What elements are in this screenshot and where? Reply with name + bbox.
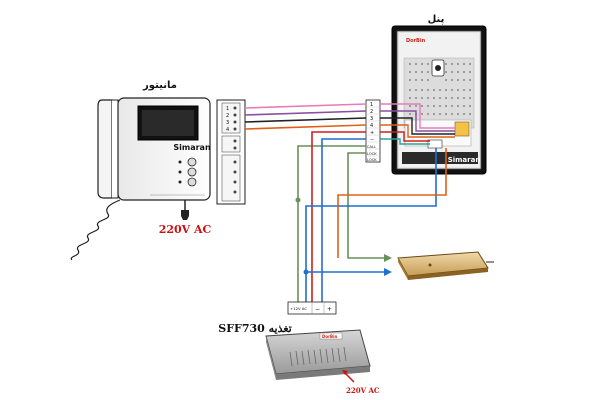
- wires-panel-internal: [380, 103, 455, 145]
- arrow-icon: [384, 254, 392, 262]
- wire-orange-lock: [337, 148, 447, 258]
- monitor-button: [187, 157, 197, 167]
- speaker-grille: [409, 63, 471, 115]
- panel-terminal-3: 3: [370, 116, 373, 122]
- door-panel: [391, 25, 487, 175]
- monitor-button: [187, 177, 197, 187]
- panel-terminal-minus: −: [370, 137, 374, 143]
- monitor-terminal-4: 4: [226, 127, 229, 133]
- supply-terminal-ac: +12V AC: [290, 306, 307, 311]
- electric-lock: [397, 251, 494, 280]
- panel-brand: Simaran: [448, 156, 481, 164]
- power-supply: [265, 329, 371, 380]
- wire-3-black: [244, 117, 367, 123]
- panel-logo: DorBin: [406, 38, 426, 44]
- panel-title: پنل: [428, 14, 445, 25]
- panel-terminal-4: 4: [370, 123, 373, 129]
- supply-logo: DorBin: [322, 334, 337, 339]
- ac-label-monitor: 220V AC: [159, 223, 212, 236]
- wire-blue-plus: [321, 138, 366, 302]
- panel-terminal-strip: [365, 99, 381, 163]
- panel-terminal-plus: +: [370, 130, 374, 136]
- wire-red-minus: [311, 131, 366, 302]
- monitor-handset: [97, 99, 113, 199]
- monitor-terminal-strip: [216, 99, 246, 205]
- supply-fins: [289, 346, 347, 367]
- supply-terminal-minus: −: [315, 306, 320, 313]
- monitor-terminal-3: 3: [226, 120, 229, 126]
- arrow-icon: [384, 268, 392, 276]
- supply-terminal-plus: +: [327, 306, 332, 313]
- ac-label-supply: 220V AC: [346, 386, 380, 395]
- monitor-terminal-2: 2: [226, 113, 229, 119]
- wires-monitor-panel: [244, 103, 367, 130]
- panel-terminal-block: [454, 121, 470, 137]
- call-button: [402, 152, 478, 164]
- power-supply-title: SFF730 تغذیه: [218, 322, 291, 335]
- wires-long: [297, 131, 447, 302]
- wire-2-purple: [244, 110, 367, 116]
- monitor-title: مانیتور: [142, 80, 177, 91]
- wire-1-pink: [244, 103, 367, 109]
- power-plug-icon: [181, 210, 189, 220]
- panel-terminal-lock1: LOCK: [367, 152, 377, 156]
- panel-terminal-lock2: LOCK: [367, 158, 377, 162]
- monitor: [70, 97, 211, 261]
- monitor-button: [187, 167, 197, 177]
- panel-terminal-2: 2: [370, 109, 373, 115]
- panel-terminal-1: 1: [370, 102, 373, 108]
- monitor-terminal-1: 1: [226, 106, 229, 112]
- wire-4-orange: [244, 124, 367, 130]
- panel-terminal-call: CALL: [367, 145, 376, 149]
- wire-blue-lock: [305, 148, 437, 302]
- handset-cord: [70, 199, 121, 261]
- wire-green: [297, 145, 366, 302]
- supply-terminal-strip: [287, 301, 337, 315]
- monitor-brand: Simaran: [173, 143, 211, 152]
